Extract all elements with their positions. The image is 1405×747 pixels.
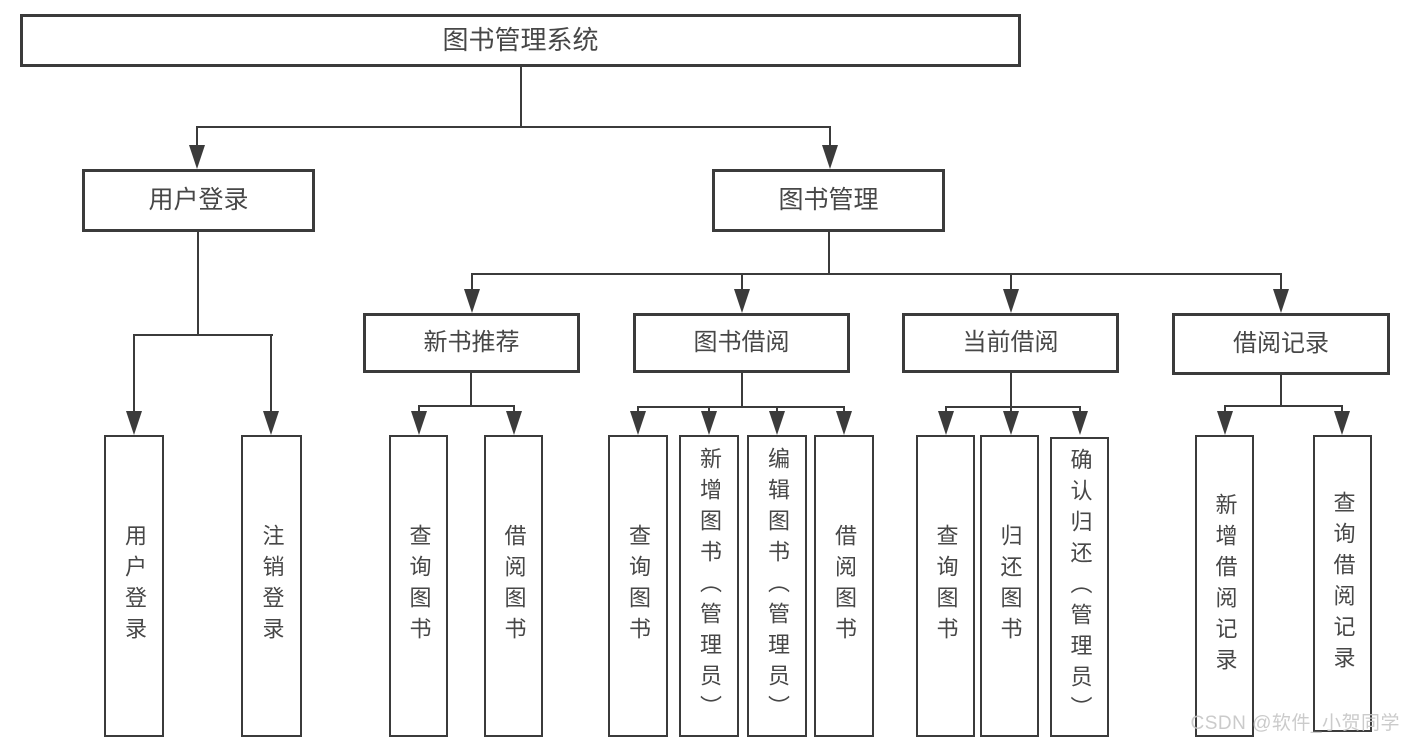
leaf-add-borrow-record: 新增借阅记录 — [1195, 435, 1254, 737]
connector-new-book-stem — [470, 373, 472, 406]
arrow-to-user-login — [189, 145, 205, 169]
node-borrow-records-label: 借阅记录 — [1233, 329, 1329, 357]
leaf-query-borrow-record: 查询借阅记录 — [1313, 435, 1372, 732]
leaf-borrow-query-book: 查询图书 — [608, 435, 668, 737]
node-borrow-records: 借阅记录 — [1172, 313, 1390, 375]
connector-drop-c3 — [1079, 406, 1081, 413]
leaf-add-book-admin: 新增图书（管理员） — [679, 435, 739, 737]
arrow-to-book-management — [822, 145, 838, 169]
csdn-watermark: CSDN @软件_小贺同学 — [1190, 713, 1400, 734]
leaf-newbook-query-book-label: 查询图书 — [406, 524, 432, 648]
leaf-current-query-book: 查询图书 — [916, 435, 975, 737]
connector-drop-c1 — [945, 406, 947, 413]
connector-drop-borrow-records — [1280, 273, 1282, 291]
connector-drop-book-management — [829, 126, 831, 148]
leaf-user-login: 用户登录 — [104, 435, 164, 737]
node-user-login-label: 用户登录 — [148, 185, 249, 214]
node-book-borrow-label: 图书借阅 — [693, 328, 790, 356]
connector-drop-b4 — [843, 406, 845, 413]
leaf-logout: 注销登录 — [241, 435, 302, 737]
arrow-to-b2 — [701, 411, 717, 435]
leaf-edit-book-admin-label: 编辑图书（管理员） — [765, 446, 790, 726]
connector-drop-b3 — [776, 406, 778, 413]
node-library-management-system: 图书管理系统 — [20, 14, 1021, 67]
arrow-to-logout-leaf — [263, 411, 279, 435]
connector-drop-book-borrow — [741, 273, 743, 291]
arrow-to-d1 — [1217, 411, 1233, 435]
node-book-management: 图书管理 — [712, 169, 945, 232]
leaf-return-book-label: 归还图书 — [997, 524, 1023, 648]
leaf-borrow-book-label: 借阅图书 — [832, 524, 857, 648]
arrow-to-b4 — [836, 411, 852, 435]
node-new-book-recommend-label: 新书推荐 — [423, 328, 520, 356]
leaf-borrow-query-book-label: 查询图书 — [626, 524, 651, 648]
leaf-newbook-query-book: 查询图书 — [389, 435, 448, 737]
connector-current-borrow-hline — [945, 406, 1081, 408]
leaf-add-borrow-record-label: 新增借阅记录 — [1212, 493, 1238, 679]
arrow-to-a1 — [411, 411, 427, 435]
connector-book-management-stem — [828, 232, 830, 274]
connector-drop-b1 — [637, 406, 639, 413]
connector-drop-a2 — [513, 405, 515, 413]
arrow-to-new-book — [464, 289, 480, 313]
node-user-login: 用户登录 — [82, 169, 315, 232]
arrow-to-c2 — [1003, 411, 1019, 435]
connector-drop-user-login — [196, 126, 198, 148]
arrow-to-current-borrow — [1003, 289, 1019, 313]
leaf-confirm-return-admin: 确认归还（管理员） — [1050, 437, 1109, 737]
leaf-newbook-borrow-book-label: 借阅图书 — [501, 524, 527, 648]
leaf-confirm-return-admin-label: 确认归还（管理员） — [1067, 447, 1093, 727]
connector-current-borrow-stem — [1010, 373, 1012, 407]
connector-drop-logout-leaf — [270, 334, 272, 413]
arrow-to-c3 — [1072, 411, 1088, 435]
arrow-to-b3 — [769, 411, 785, 435]
connector-book-management-hline — [471, 273, 1282, 275]
node-current-borrow-label: 当前借阅 — [962, 328, 1059, 356]
leaf-add-book-admin-label: 新增图书（管理员） — [697, 446, 722, 726]
connector-book-borrow-hline — [637, 406, 845, 408]
connector-borrow-records-hline — [1224, 405, 1343, 407]
connector-root-hline — [196, 126, 831, 128]
connector-book-borrow-stem — [741, 373, 743, 407]
leaf-borrow-book: 借阅图书 — [814, 435, 874, 737]
leaf-query-borrow-record-label: 查询借阅记录 — [1330, 490, 1356, 677]
arrow-to-book-borrow — [734, 289, 750, 313]
connector-root-stem — [520, 67, 522, 127]
connector-drop-new-book — [471, 273, 473, 291]
connector-user-login-hline — [133, 334, 273, 336]
node-book-borrow: 图书借阅 — [633, 313, 850, 373]
leaf-edit-book-admin: 编辑图书（管理员） — [747, 435, 807, 737]
arrow-to-borrow-records — [1273, 289, 1289, 313]
connector-drop-a1 — [418, 405, 420, 413]
connector-user-login-stem — [197, 232, 199, 335]
node-current-borrow: 当前借阅 — [902, 313, 1119, 373]
node-library-management-system-label: 图书管理系统 — [442, 25, 599, 56]
connector-drop-d2 — [1341, 405, 1343, 413]
connector-drop-b2 — [708, 406, 710, 413]
connector-drop-c2 — [1010, 406, 1012, 413]
connector-drop-d1 — [1224, 405, 1226, 413]
arrow-to-login-leaf — [126, 411, 142, 435]
leaf-return-book: 归还图书 — [980, 435, 1039, 737]
node-new-book-recommend: 新书推荐 — [363, 313, 580, 373]
leaf-logout-label: 注销登录 — [259, 524, 285, 648]
arrow-to-c1 — [938, 411, 954, 435]
connector-new-book-hline — [418, 405, 515, 407]
leaf-user-login-label: 用户登录 — [122, 524, 147, 648]
arrow-to-d2 — [1334, 411, 1350, 435]
connector-drop-login-leaf — [133, 334, 135, 413]
leaf-current-query-book-label: 查询图书 — [933, 524, 959, 648]
node-book-management-label: 图书管理 — [778, 185, 879, 214]
connector-drop-current-borrow — [1010, 273, 1012, 291]
leaf-newbook-borrow-book: 借阅图书 — [484, 435, 543, 737]
connector-borrow-records-stem — [1280, 375, 1282, 406]
arrow-to-a2 — [506, 411, 522, 435]
arrow-to-b1 — [630, 411, 646, 435]
